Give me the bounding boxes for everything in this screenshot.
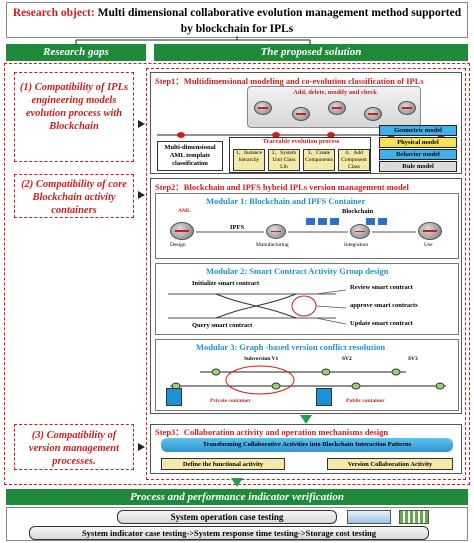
step2-box: Step2：Blockchain and IPFS hybrid IPLs ve… bbox=[150, 178, 462, 414]
version-v1: Subversion V1 bbox=[244, 356, 279, 362]
router-icon bbox=[292, 107, 310, 121]
aml-label: AML bbox=[178, 208, 191, 214]
model-physical: Physical model bbox=[379, 137, 457, 148]
screenshot-thumbnail-icon bbox=[347, 510, 391, 524]
trace-step: 2、System Unit Class Lib bbox=[268, 149, 300, 171]
router-icon bbox=[364, 107, 382, 121]
aml-template-box: Multi-dimensional AML template classific… bbox=[157, 141, 223, 171]
version-collaboration-activity: Version Collaboration Activity bbox=[327, 458, 453, 470]
test-operation-case: System operation case testing bbox=[117, 510, 337, 524]
blockchain-chain bbox=[196, 218, 416, 233]
step3-title: Step3：Collaboration activity and operati… bbox=[155, 427, 389, 437]
header-connectors bbox=[75, 36, 311, 45]
stage-manufacturing: Manufacturing bbox=[256, 242, 289, 248]
public-container-label: Public container bbox=[346, 398, 385, 404]
contract-approve: approve smart contracts bbox=[350, 302, 418, 309]
step2-title: Step2：Blockchain and IPFS hybrid IPLs ve… bbox=[155, 182, 409, 192]
verification-title: Process and performance indicator verifi… bbox=[6, 489, 468, 505]
test-indicator-case: System indicator case testing->System re… bbox=[29, 526, 429, 540]
step3-box: Step3：Collaboration activity and operati… bbox=[150, 424, 462, 474]
router-icon bbox=[398, 101, 416, 115]
router-icon bbox=[328, 101, 346, 115]
modular2-box: Modular 2: Smart Contract Activity Group… bbox=[155, 263, 459, 335]
version-sv3: SV3 bbox=[408, 356, 418, 362]
contract-query: Query smart contract bbox=[192, 322, 253, 329]
model-behavior: Behavior model bbox=[379, 149, 457, 160]
router-icon bbox=[254, 101, 272, 115]
modular1-box: Modular 1: Blockchain and IPFS Container… bbox=[155, 193, 459, 259]
manufacturing-node-icon bbox=[266, 224, 286, 239]
contract-flow bbox=[168, 289, 347, 325]
model-network-panel: Add, delete, modify and check bbox=[247, 86, 421, 128]
version-sv2: SV2 bbox=[342, 356, 352, 362]
ops-label: Add, delete, modify and check bbox=[293, 89, 377, 96]
bar-chart-icon bbox=[399, 510, 429, 524]
step1-title: Step1：Multidimensional modeling and co-e… bbox=[155, 76, 424, 86]
model-rule: Rule model bbox=[379, 161, 457, 172]
step1-box: Step1：Multidimensional modeling and co-e… bbox=[150, 72, 462, 174]
to-verification-arrow bbox=[231, 478, 243, 487]
use-node-icon bbox=[418, 222, 442, 240]
research-object-box: Research object: Multi dimensional colla… bbox=[6, 2, 468, 38]
integration-node-icon bbox=[350, 224, 370, 239]
contract-initialize: Initialize smart contract bbox=[192, 280, 260, 287]
trace-step: 3、Create Components bbox=[303, 149, 335, 171]
proposed-solution-header: The proposed solution bbox=[154, 44, 468, 61]
version-graph bbox=[170, 365, 446, 395]
public-container-icon bbox=[316, 388, 332, 406]
private-container-label: Private container bbox=[210, 398, 251, 404]
research-gaps-header: Research gaps bbox=[6, 44, 146, 61]
stage-integration: Integration bbox=[344, 242, 369, 248]
modular3-title: Modular 3: Graph -based version conflict… bbox=[196, 342, 386, 352]
research-object-lead: Research object: bbox=[12, 7, 95, 19]
contract-update: Update smart contract bbox=[350, 320, 413, 327]
model-list: Geometric model Physical model Behavior … bbox=[379, 125, 459, 173]
gap-3: (3) Compatibility of version management … bbox=[14, 424, 134, 470]
design-node-icon bbox=[170, 222, 194, 240]
private-container-icon bbox=[166, 388, 182, 406]
define-functional-activity: Define the functional activity bbox=[161, 458, 285, 470]
gap1-arrow bbox=[138, 120, 145, 128]
verification-box: System operation case testing System ind… bbox=[6, 507, 468, 541]
stage-use: Use bbox=[424, 242, 433, 248]
trace-step: 1、Instance hierarchy bbox=[233, 149, 265, 171]
ipfs-label: IPFS bbox=[230, 224, 245, 231]
model-geometric: Geometric model bbox=[379, 125, 457, 136]
contract-review: Review smart contract bbox=[350, 284, 413, 291]
trace-title: Traceable evolution process bbox=[262, 138, 340, 145]
research-object-title: Multi dimensional collaborative evolutio… bbox=[97, 7, 462, 35]
gap-2: (2) Compatibility of core Blockchain act… bbox=[14, 174, 134, 218]
step3-banner: Transforming Collaborative Activities in… bbox=[161, 438, 453, 452]
blockchain-label: Blockchain bbox=[342, 208, 374, 215]
gap3-arrow bbox=[138, 443, 145, 451]
modular2-title: Modular 2: Smart Contract Activity Group… bbox=[206, 266, 389, 276]
trace-step: 4、Add Component Class bbox=[338, 149, 370, 171]
gap2-arrow bbox=[138, 191, 145, 199]
stage-design: Design bbox=[170, 242, 186, 248]
modular1-title: Modular 1: Blockchain and IPFS Container bbox=[206, 196, 366, 206]
modular3-box: Modular 3: Graph -based version conflict… bbox=[155, 339, 459, 411]
gap-1: (1) Compatibility of IPLs engineering mo… bbox=[14, 72, 134, 162]
solution-frame bbox=[146, 68, 466, 480]
trace-box: Traceable evolution process 1、Instance h… bbox=[229, 137, 371, 173]
step2-to-step3-arrow bbox=[300, 415, 312, 424]
